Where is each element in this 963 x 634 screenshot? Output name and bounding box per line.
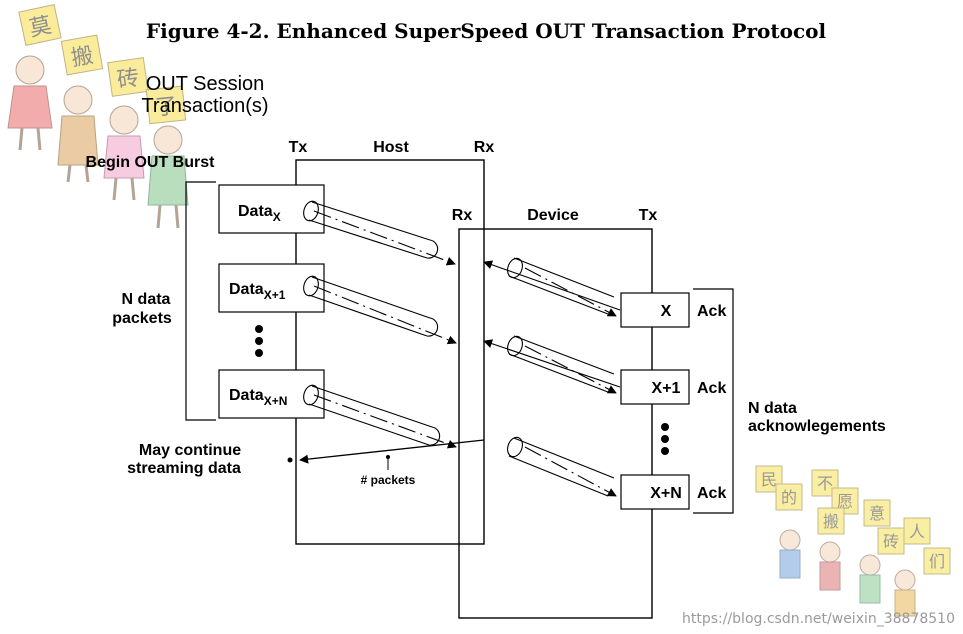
sign-char: 搬: [823, 512, 839, 531]
sign-char: 愿: [837, 492, 853, 511]
data-packet-base: Data: [229, 387, 264, 404]
data-packets-brace: [185, 181, 216, 421]
cartoon-figure-icon: [7, 55, 53, 151]
svg-text:DataX: DataX: [238, 203, 281, 224]
sign-char: 砖: [883, 532, 899, 551]
sign-char: 意: [869, 504, 885, 523]
sign-board-icon: 了: [145, 85, 187, 125]
sign-char: 搬: [69, 43, 95, 71]
device-tx-label: Tx: [639, 207, 658, 224]
sign-board-icon: 搬: [60, 34, 104, 76]
n-ack-label: N data: [748, 400, 797, 417]
data-packet-sub: X+N: [264, 394, 288, 408]
ack-label: Ack: [697, 380, 726, 397]
sign-board-icon: 人: [903, 517, 931, 545]
watermark-url: https://blog.csdn.net/weixin_38878510: [682, 611, 955, 627]
data-packet-x-plus-1: DataX+1: [218, 263, 325, 313]
data-packet-base: Data: [238, 203, 273, 220]
device-rx-label: Rx: [452, 207, 473, 224]
sign-char: 莫: [27, 13, 54, 42]
packets-pointer-dot: [386, 455, 390, 459]
sign-char: 的: [781, 488, 797, 507]
n-ack-label-2: acknowlegements: [748, 418, 886, 435]
sign-char: 砖: [116, 66, 141, 94]
acks-brace: [693, 288, 734, 514]
svg-text:DataX+N: DataX+N: [229, 387, 287, 408]
sign-char: 不: [817, 474, 833, 493]
device-box: [458, 228, 653, 619]
data-packet-x-plus-n: DataX+N: [218, 369, 325, 419]
svg-text:DataX+1: DataX+1: [229, 281, 286, 302]
host-tx-label: Tx: [289, 139, 308, 156]
transactions-label: Transaction(s): [141, 95, 268, 117]
sign-char: 民: [761, 470, 777, 489]
streaming-data-label: streaming data: [127, 460, 241, 477]
ack-packet-x: X Ack: [620, 292, 726, 328]
begin-out-burst-label: Begin OUT Burst: [86, 154, 216, 171]
ellipsis-dots-icon: [255, 325, 263, 357]
sign-char: 了: [154, 94, 179, 121]
sign-board-icon: 不: [811, 469, 839, 497]
out-session-label: OUT Session: [146, 73, 265, 95]
n-data-packets-label-2: packets: [112, 310, 172, 327]
sign-char: 人: [909, 522, 925, 541]
data-packet-base: Data: [229, 281, 264, 298]
sign-board-icon: 砖: [107, 57, 149, 97]
data-pipe-x-plus-1: [303, 275, 457, 345]
ack-packet-id: X+1: [652, 380, 681, 397]
sign-char: 们: [929, 552, 945, 571]
ack-label: Ack: [697, 485, 726, 502]
ellipsis-dots-icon: [661, 423, 669, 455]
ack-label: Ack: [697, 303, 726, 320]
data-packet-sub: X+1: [264, 288, 286, 302]
streaming-point: [287, 457, 293, 463]
n-data-packets-label: N data: [122, 291, 171, 308]
packets-count-label: # packets: [361, 473, 416, 487]
host-rx-label: Rx: [474, 139, 495, 156]
cartoon-watermark-left: 莫 搬 砖 了: [7, 4, 189, 229]
host-label: Host: [373, 139, 409, 156]
continue-streaming-arrow: [299, 439, 485, 464]
device-label: Device: [527, 207, 579, 224]
sign-board-icon: 搬: [817, 507, 845, 535]
sign-board-icon: 的: [775, 483, 803, 511]
ack-pipe-x: [483, 257, 621, 317]
data-packet-sub: X: [273, 210, 281, 224]
ack-packet-x-plus-1: X+1 Ack: [620, 369, 726, 405]
data-pipe-x: [303, 200, 456, 266]
sign-board-icon: 砖: [877, 527, 905, 555]
cartoon-figure-icon: [57, 85, 99, 183]
data-packet-x: DataX: [218, 184, 325, 234]
host-box: [295, 159, 485, 545]
cartoon-watermark-right: 民 的 不 愿 意 搬 砖 人 们: [755, 465, 951, 617]
sign-board-icon: 们: [923, 547, 951, 575]
ack-packet-id: X+N: [650, 485, 682, 502]
may-continue-label: May continue: [139, 442, 241, 459]
cartoon-figure-icon: [147, 125, 189, 229]
sign-board-icon: 莫: [18, 4, 62, 46]
data-pipe-x-plus-n: [303, 384, 457, 449]
ack-pipe-x-plus-n: [507, 436, 617, 497]
figure-title: Figure 4-2. Enhanced SuperSpeed OUT Tran…: [146, 19, 827, 43]
sign-board-icon: 意: [863, 499, 891, 527]
ack-pipe-x-plus-1: [483, 335, 621, 394]
ack-packet-x-plus-n: X+N Ack: [620, 474, 726, 510]
ack-packet-id: X: [661, 303, 672, 320]
cartoon-figure-icon: [103, 105, 145, 201]
cartoon-figure-icon: [779, 529, 916, 617]
